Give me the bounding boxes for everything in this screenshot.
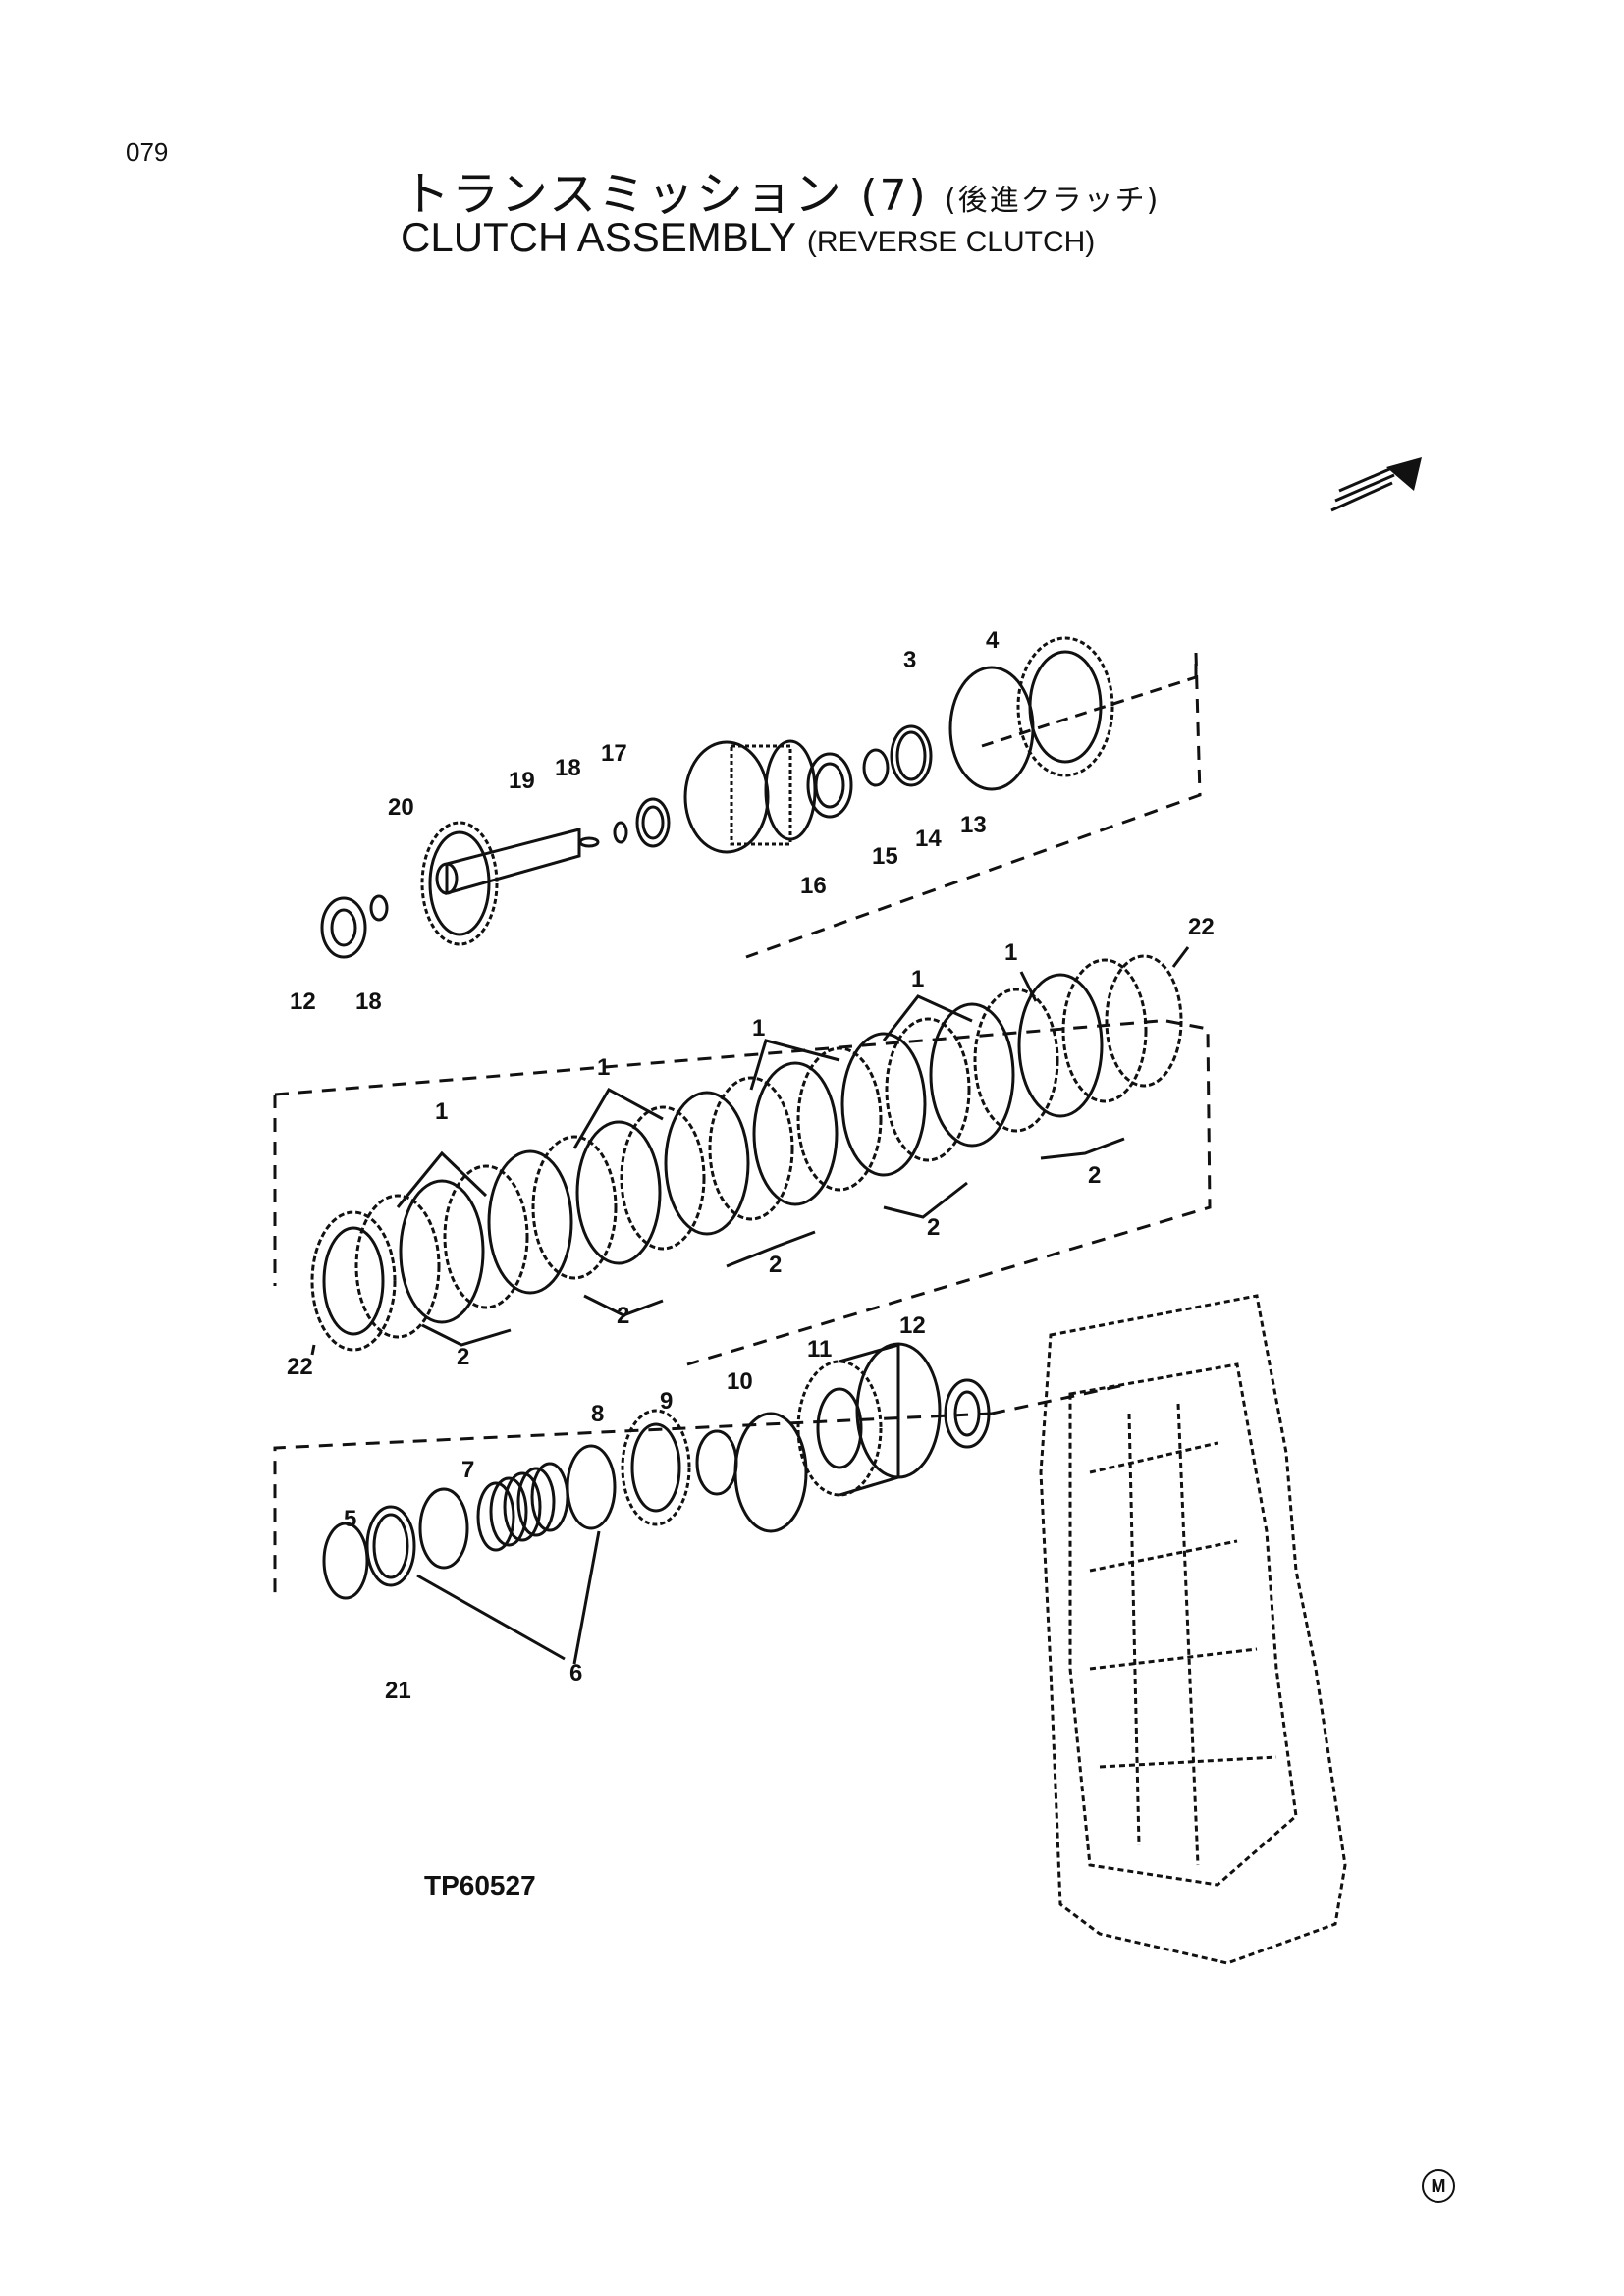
- callout-2-b: 2: [927, 1214, 940, 1241]
- title-jp-num: (7): [860, 171, 928, 221]
- clutch-plate-group: [273, 946, 1212, 1366]
- callout-1-b: 1: [911, 966, 924, 992]
- callout-1-c: 1: [752, 1015, 765, 1041]
- callout-19: 19: [509, 768, 535, 794]
- callout-8: 8: [591, 1401, 604, 1427]
- m-mark-icon: M: [1422, 2169, 1455, 2203]
- title-en-sub: (REVERSE CLUTCH): [806, 226, 1096, 258]
- callout-2-e: 2: [457, 1344, 469, 1370]
- title-jp-sub: (後進クラッチ): [944, 184, 1161, 218]
- callout-5: 5: [344, 1506, 356, 1532]
- callout-22-lower: 22: [287, 1354, 313, 1380]
- m-mark-label: M: [1431, 2175, 1446, 2196]
- callout-22-upper: 22: [1188, 914, 1215, 940]
- callout-9: 9: [660, 1388, 673, 1415]
- callout-21: 21: [385, 1678, 411, 1704]
- callout-10: 10: [727, 1368, 753, 1395]
- callout-2-c: 2: [769, 1252, 782, 1278]
- callout-13: 13: [960, 812, 987, 838]
- callout-3: 3: [903, 647, 916, 673]
- callout-11: 11: [807, 1336, 832, 1362]
- callout-16: 16: [800, 873, 827, 899]
- title-english: CLUTCH ASSEMBLY (REVERSE CLUTCH): [401, 214, 1095, 261]
- callout-2-d: 2: [617, 1303, 629, 1329]
- shaft-group: [320, 636, 1202, 959]
- piston-drum-group: [273, 1342, 1130, 1665]
- callout-18-upper: 18: [555, 755, 581, 781]
- title-jp-main: トランスミッション: [403, 167, 844, 222]
- callout-labels: 12 18 20 19 18 17 16 15 14 13 3 4 22 1 1…: [287, 627, 1215, 1704]
- arrow-icon: [1330, 457, 1422, 512]
- callout-2-a: 2: [1088, 1162, 1101, 1189]
- callout-14: 14: [915, 826, 942, 852]
- page-number: 079: [126, 137, 169, 167]
- callout-12-left: 12: [290, 988, 316, 1015]
- callout-1-e: 1: [435, 1098, 448, 1125]
- callout-20: 20: [388, 794, 414, 821]
- callout-4: 4: [986, 627, 1000, 654]
- callout-1-a: 1: [1004, 939, 1017, 966]
- callout-7: 7: [461, 1457, 474, 1483]
- title-japanese: トランスミッション (7) (後進クラッチ): [403, 155, 1160, 224]
- callout-17: 17: [601, 740, 627, 767]
- figure-code: TP60527: [424, 1870, 536, 1900]
- callout-6: 6: [569, 1660, 582, 1686]
- callout-18-lower: 18: [355, 988, 382, 1015]
- callout-15: 15: [872, 843, 898, 870]
- callout-12-right: 12: [899, 1312, 926, 1339]
- callout-1-d: 1: [597, 1054, 610, 1081]
- transmission-housing: [1039, 1294, 1347, 1965]
- title-en-main: CLUTCH ASSEMBLY: [401, 214, 796, 260]
